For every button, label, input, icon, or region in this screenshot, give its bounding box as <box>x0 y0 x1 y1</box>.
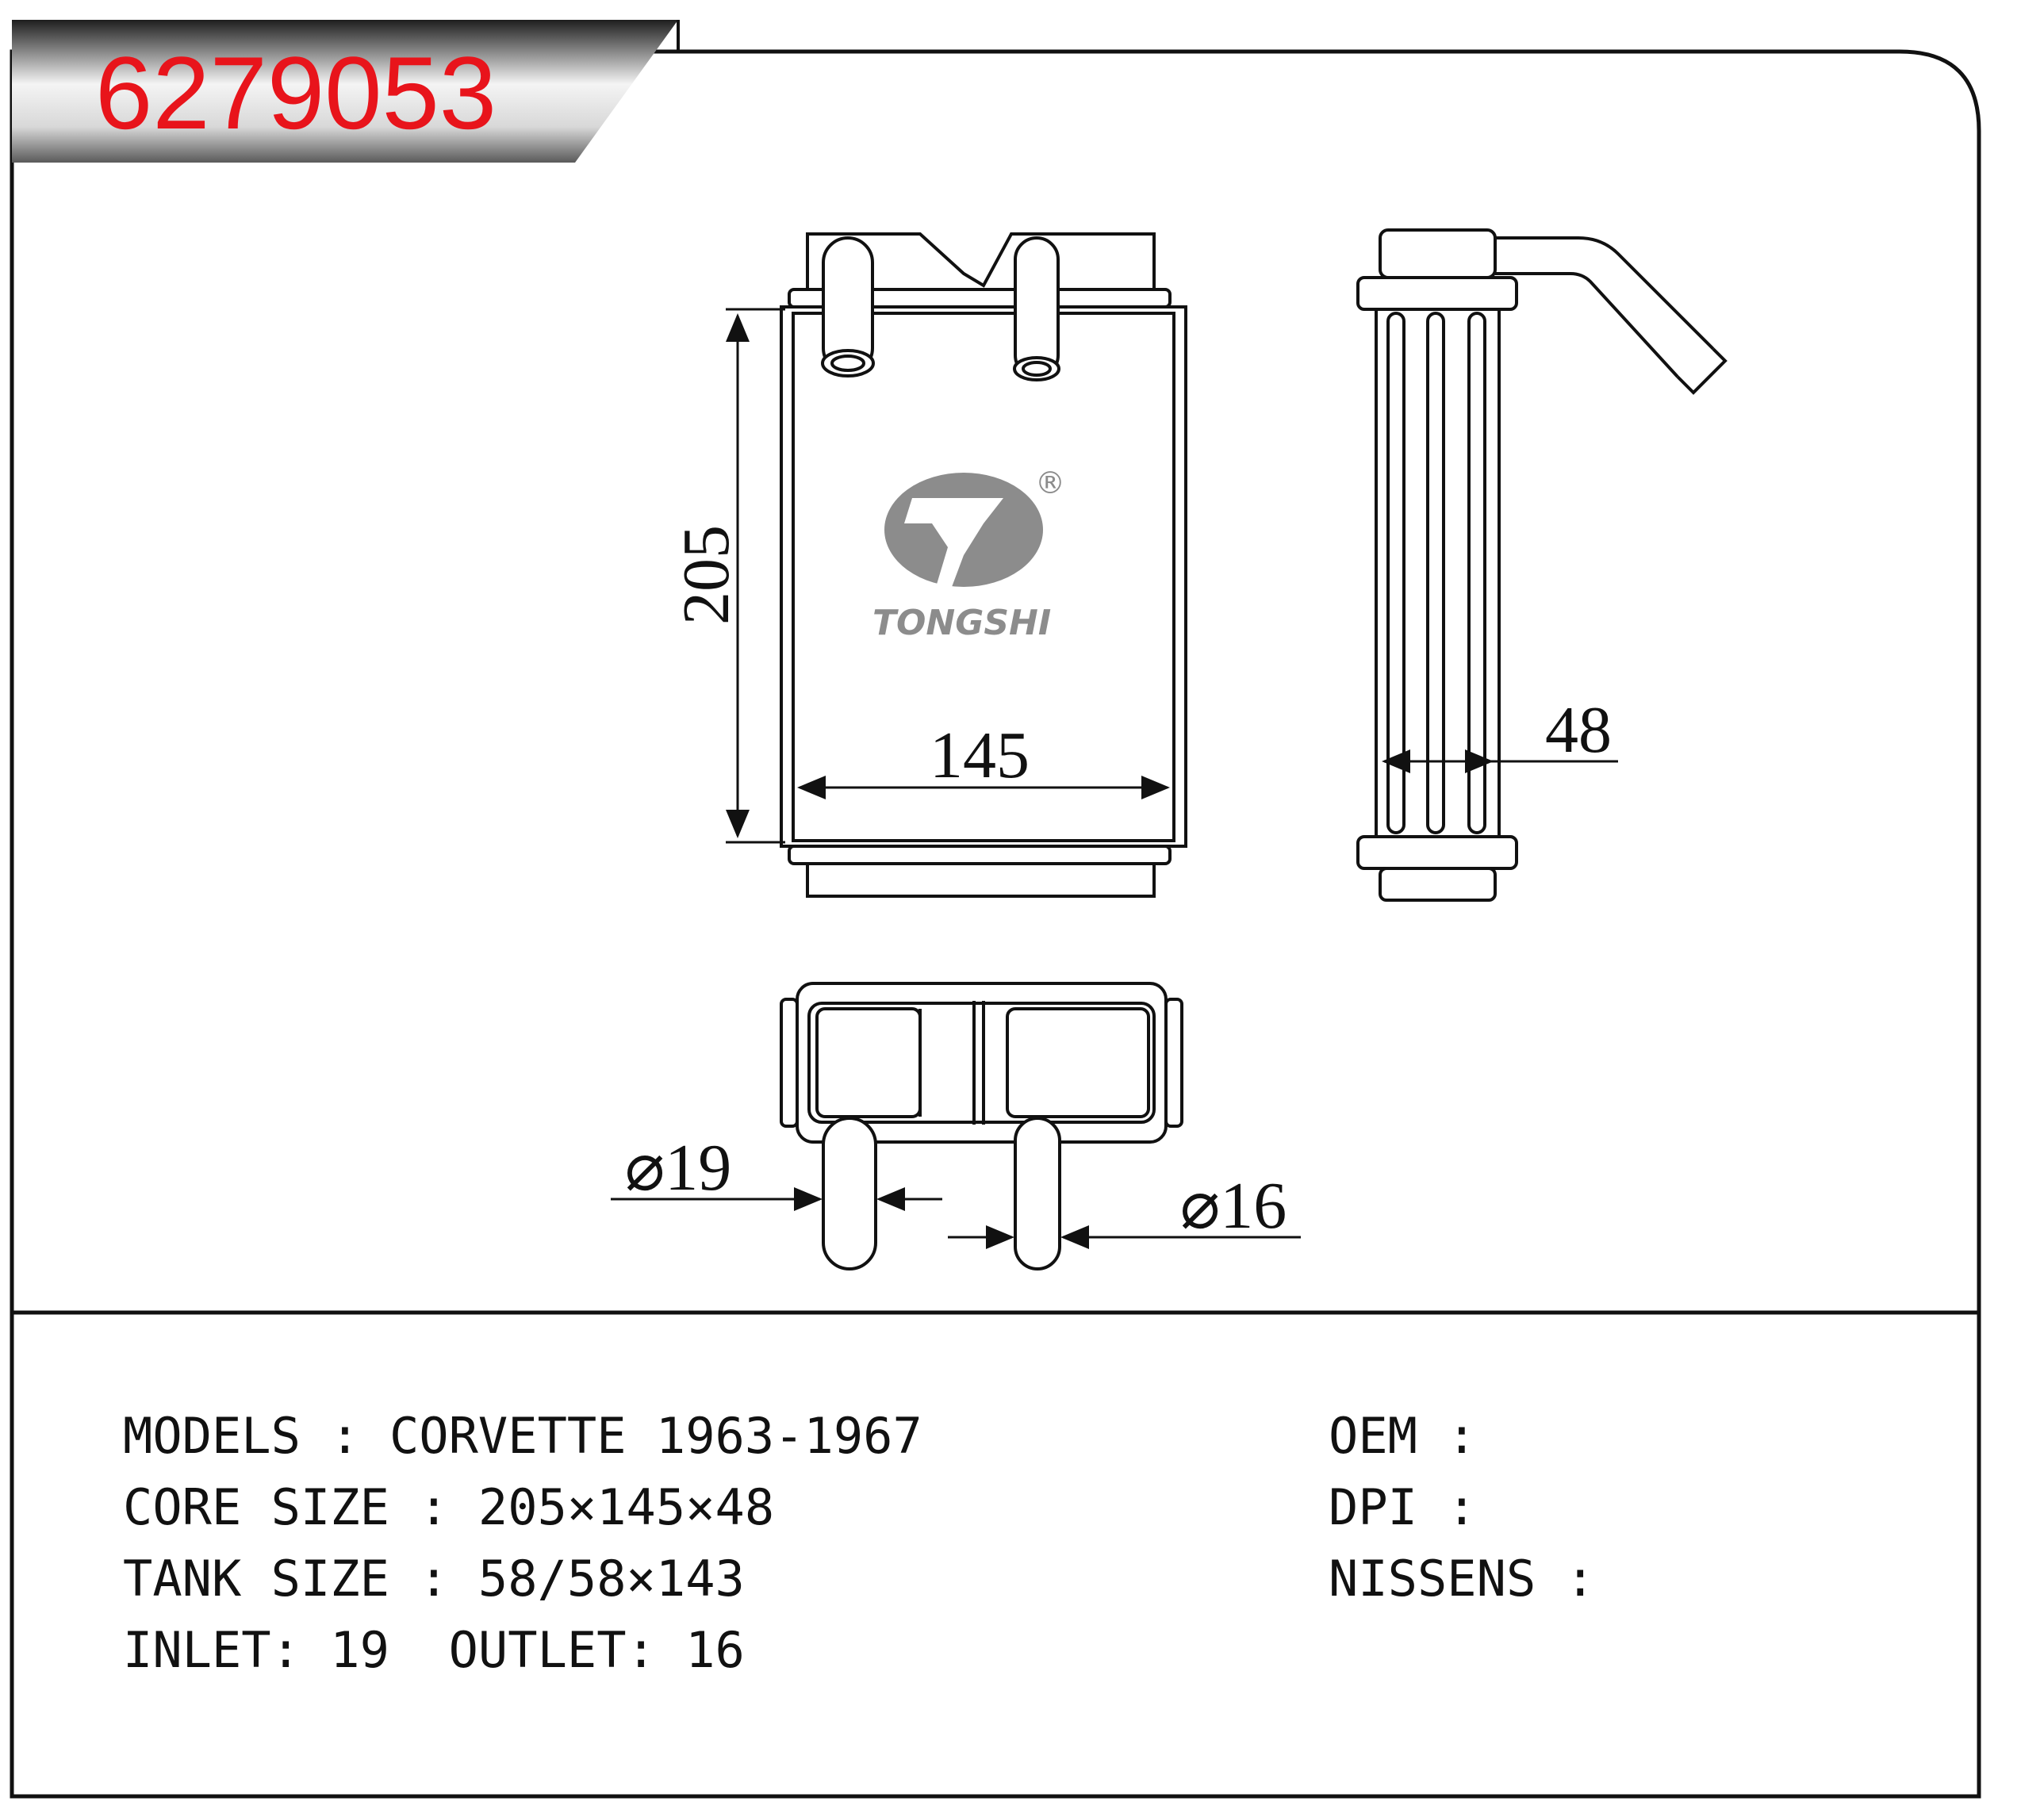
spec-dpi: DPI : <box>1329 1478 1477 1536</box>
spec-core-size: CORE SIZE : 205×145×48 <box>123 1478 774 1536</box>
spec-tank-size: TANK SIZE : 58/58×143 <box>123 1550 745 1608</box>
spec-nissens: NISSENS : <box>1329 1550 1595 1608</box>
spec-block-right: OEM : DPI : NISSENS : <box>1329 1407 1595 1608</box>
part-number: 6279053 <box>95 35 497 151</box>
outlet-label: ⌀16 <box>1180 1169 1287 1243</box>
part-number-banner: 6279053 <box>12 20 680 163</box>
spec-models: MODELS : CORVETTE 1963-1967 <box>123 1407 922 1465</box>
width-label: 145 <box>930 719 1030 792</box>
depth-label: 48 <box>1545 693 1612 767</box>
height-label: 205 <box>669 525 743 625</box>
side-view <box>1356 228 1728 902</box>
tongshi-logo: ® TONGSHI <box>872 466 1065 643</box>
sheet-frame <box>10 49 1981 1799</box>
spec-oem: OEM : <box>1329 1407 1477 1465</box>
spec-inlet-outlet: INLET: 19 OUTLET: 16 <box>123 1621 745 1679</box>
registered-mark: ® <box>1035 466 1065 500</box>
spec-block-left: MODELS : CORVETTE 1963-1967 CORE SIZE : … <box>123 1407 922 1679</box>
top-view <box>780 982 1183 1271</box>
height-dimension <box>726 308 785 844</box>
front-view <box>780 232 1187 898</box>
brand-name: TONGSHI <box>872 603 1051 643</box>
inlet-label: ⌀19 <box>625 1131 732 1205</box>
